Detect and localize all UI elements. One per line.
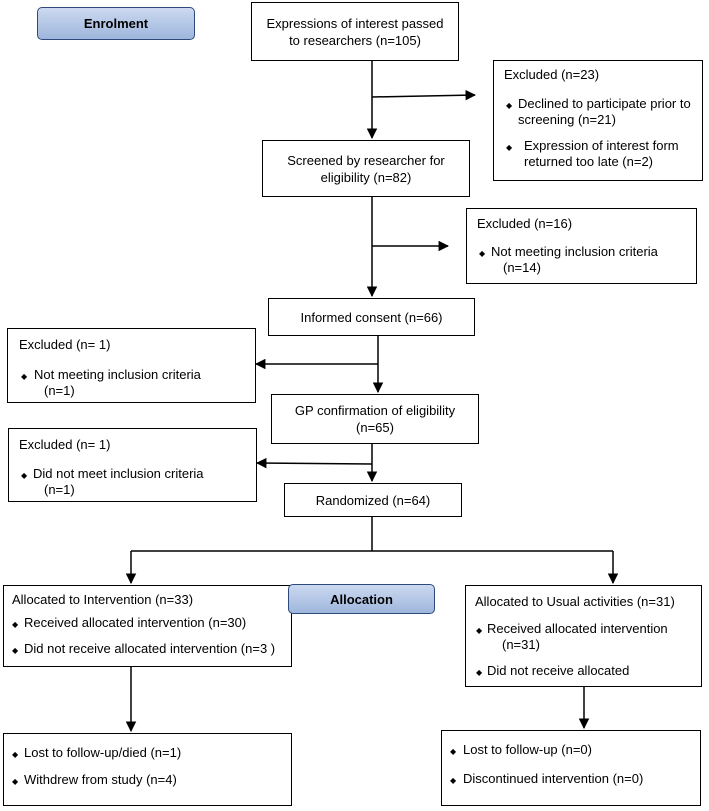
bullet-icon: ◆ [12, 750, 19, 759]
box-expressions-of-interest: Expressions of interest passed to resear… [251, 2, 459, 61]
enrolment-label: Enrolment [37, 7, 195, 40]
box-informed-consent: Informed consent (n=66) [268, 298, 475, 336]
box-randomized: Randomized (n=64) [284, 483, 462, 517]
bullet-icon: ◆ [12, 620, 19, 629]
box-screened: Screened by researcher for eligibility (… [262, 140, 470, 197]
box-allocated-usual: Allocated to Usual activities (n=31) ◆ R… [465, 585, 702, 687]
bullet-icon: ◆ [21, 471, 28, 480]
box-excluded-gp: Excluded (n= 1) ◆ Did not meet inclusion… [8, 428, 257, 502]
bullet-icon: ◆ [12, 777, 19, 786]
arrow-to-excluded1 [371, 89, 477, 101]
bullet-icon: ◆ [506, 143, 513, 152]
box-gp-confirmation: GP confirmation of eligibility (n=65) [271, 394, 479, 444]
bullet-icon: ◆ [450, 776, 457, 785]
bullet-icon: ◆ [506, 101, 513, 110]
bullet-icon: ◆ [476, 668, 483, 677]
bullet-icon: ◆ [479, 249, 486, 258]
box-allocated-intervention: Allocated to Intervention (n=33) ◆ Recei… [3, 585, 292, 667]
bullet-icon: ◆ [21, 372, 28, 381]
box-excluded-consent: Excluded (n= 1) ◆ Not meeting inclusion … [7, 328, 256, 403]
bullet-icon: ◆ [476, 626, 483, 635]
bullet-icon: ◆ [12, 646, 19, 655]
box-excluded-23: Excluded (n=23) ◆ Declined to participat… [493, 60, 703, 181]
box-followup-usual: ◆ Lost to follow-up (n=0) ◆ Discontinued… [441, 730, 701, 806]
bullet-icon: ◆ [450, 747, 457, 756]
arrow-to-excluded4 [255, 457, 373, 469]
box-excluded-16: Excluded (n=16) ◆ Not meeting inclusion … [466, 208, 697, 284]
box-followup-intervention: ◆ Lost to follow-up/died (n=1) ◆ Withdre… [3, 733, 292, 806]
allocation-label: Allocation [288, 584, 435, 614]
